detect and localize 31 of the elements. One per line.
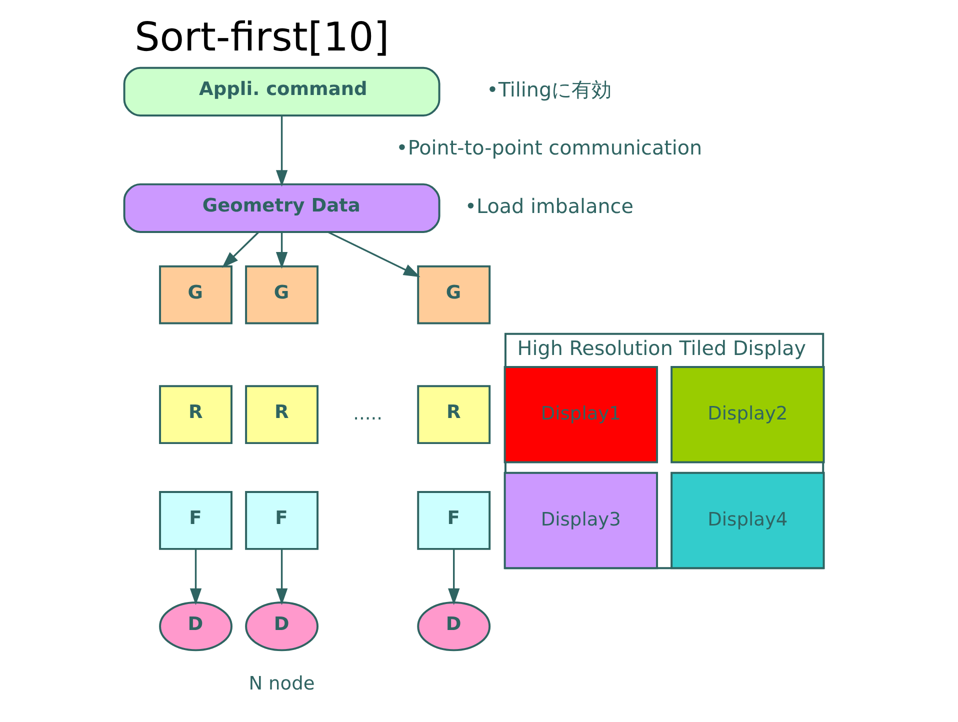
node-ellipse: D (245, 602, 319, 652)
arrow (328, 231, 420, 278)
node-box: G (159, 265, 232, 324)
node-box: G (417, 265, 491, 324)
node-box: Display1 (504, 366, 658, 464)
node-box: R (417, 385, 491, 444)
label: •Tilingに有効 (486, 78, 612, 102)
node-box: F (159, 491, 232, 550)
arrow (222, 231, 260, 268)
node-box: R (245, 385, 319, 444)
node-box: Geometry Data (123, 183, 440, 233)
label: ..... (353, 404, 383, 424)
node-box: Display3 (504, 472, 658, 570)
label: •Load imbalance (464, 194, 634, 218)
node-box: Appli. command (123, 66, 440, 116)
node-box: F (417, 491, 491, 550)
arrow (276, 549, 288, 606)
node-ellipse: D (159, 602, 232, 652)
node-box: R (159, 385, 232, 444)
arrow (276, 116, 288, 187)
label: •Point-to-point communication (396, 136, 702, 160)
node-box: G (245, 265, 319, 324)
diagram-title: Sort-first[10] (134, 14, 390, 61)
node-ellipse: D (417, 602, 491, 652)
node-box: Display2 (670, 366, 825, 464)
arrow (448, 549, 460, 606)
arrow (276, 232, 288, 269)
arrow (190, 549, 202, 606)
node-box: Display4 (670, 472, 825, 570)
label: N node (248, 674, 315, 694)
node-box: F (245, 491, 319, 550)
